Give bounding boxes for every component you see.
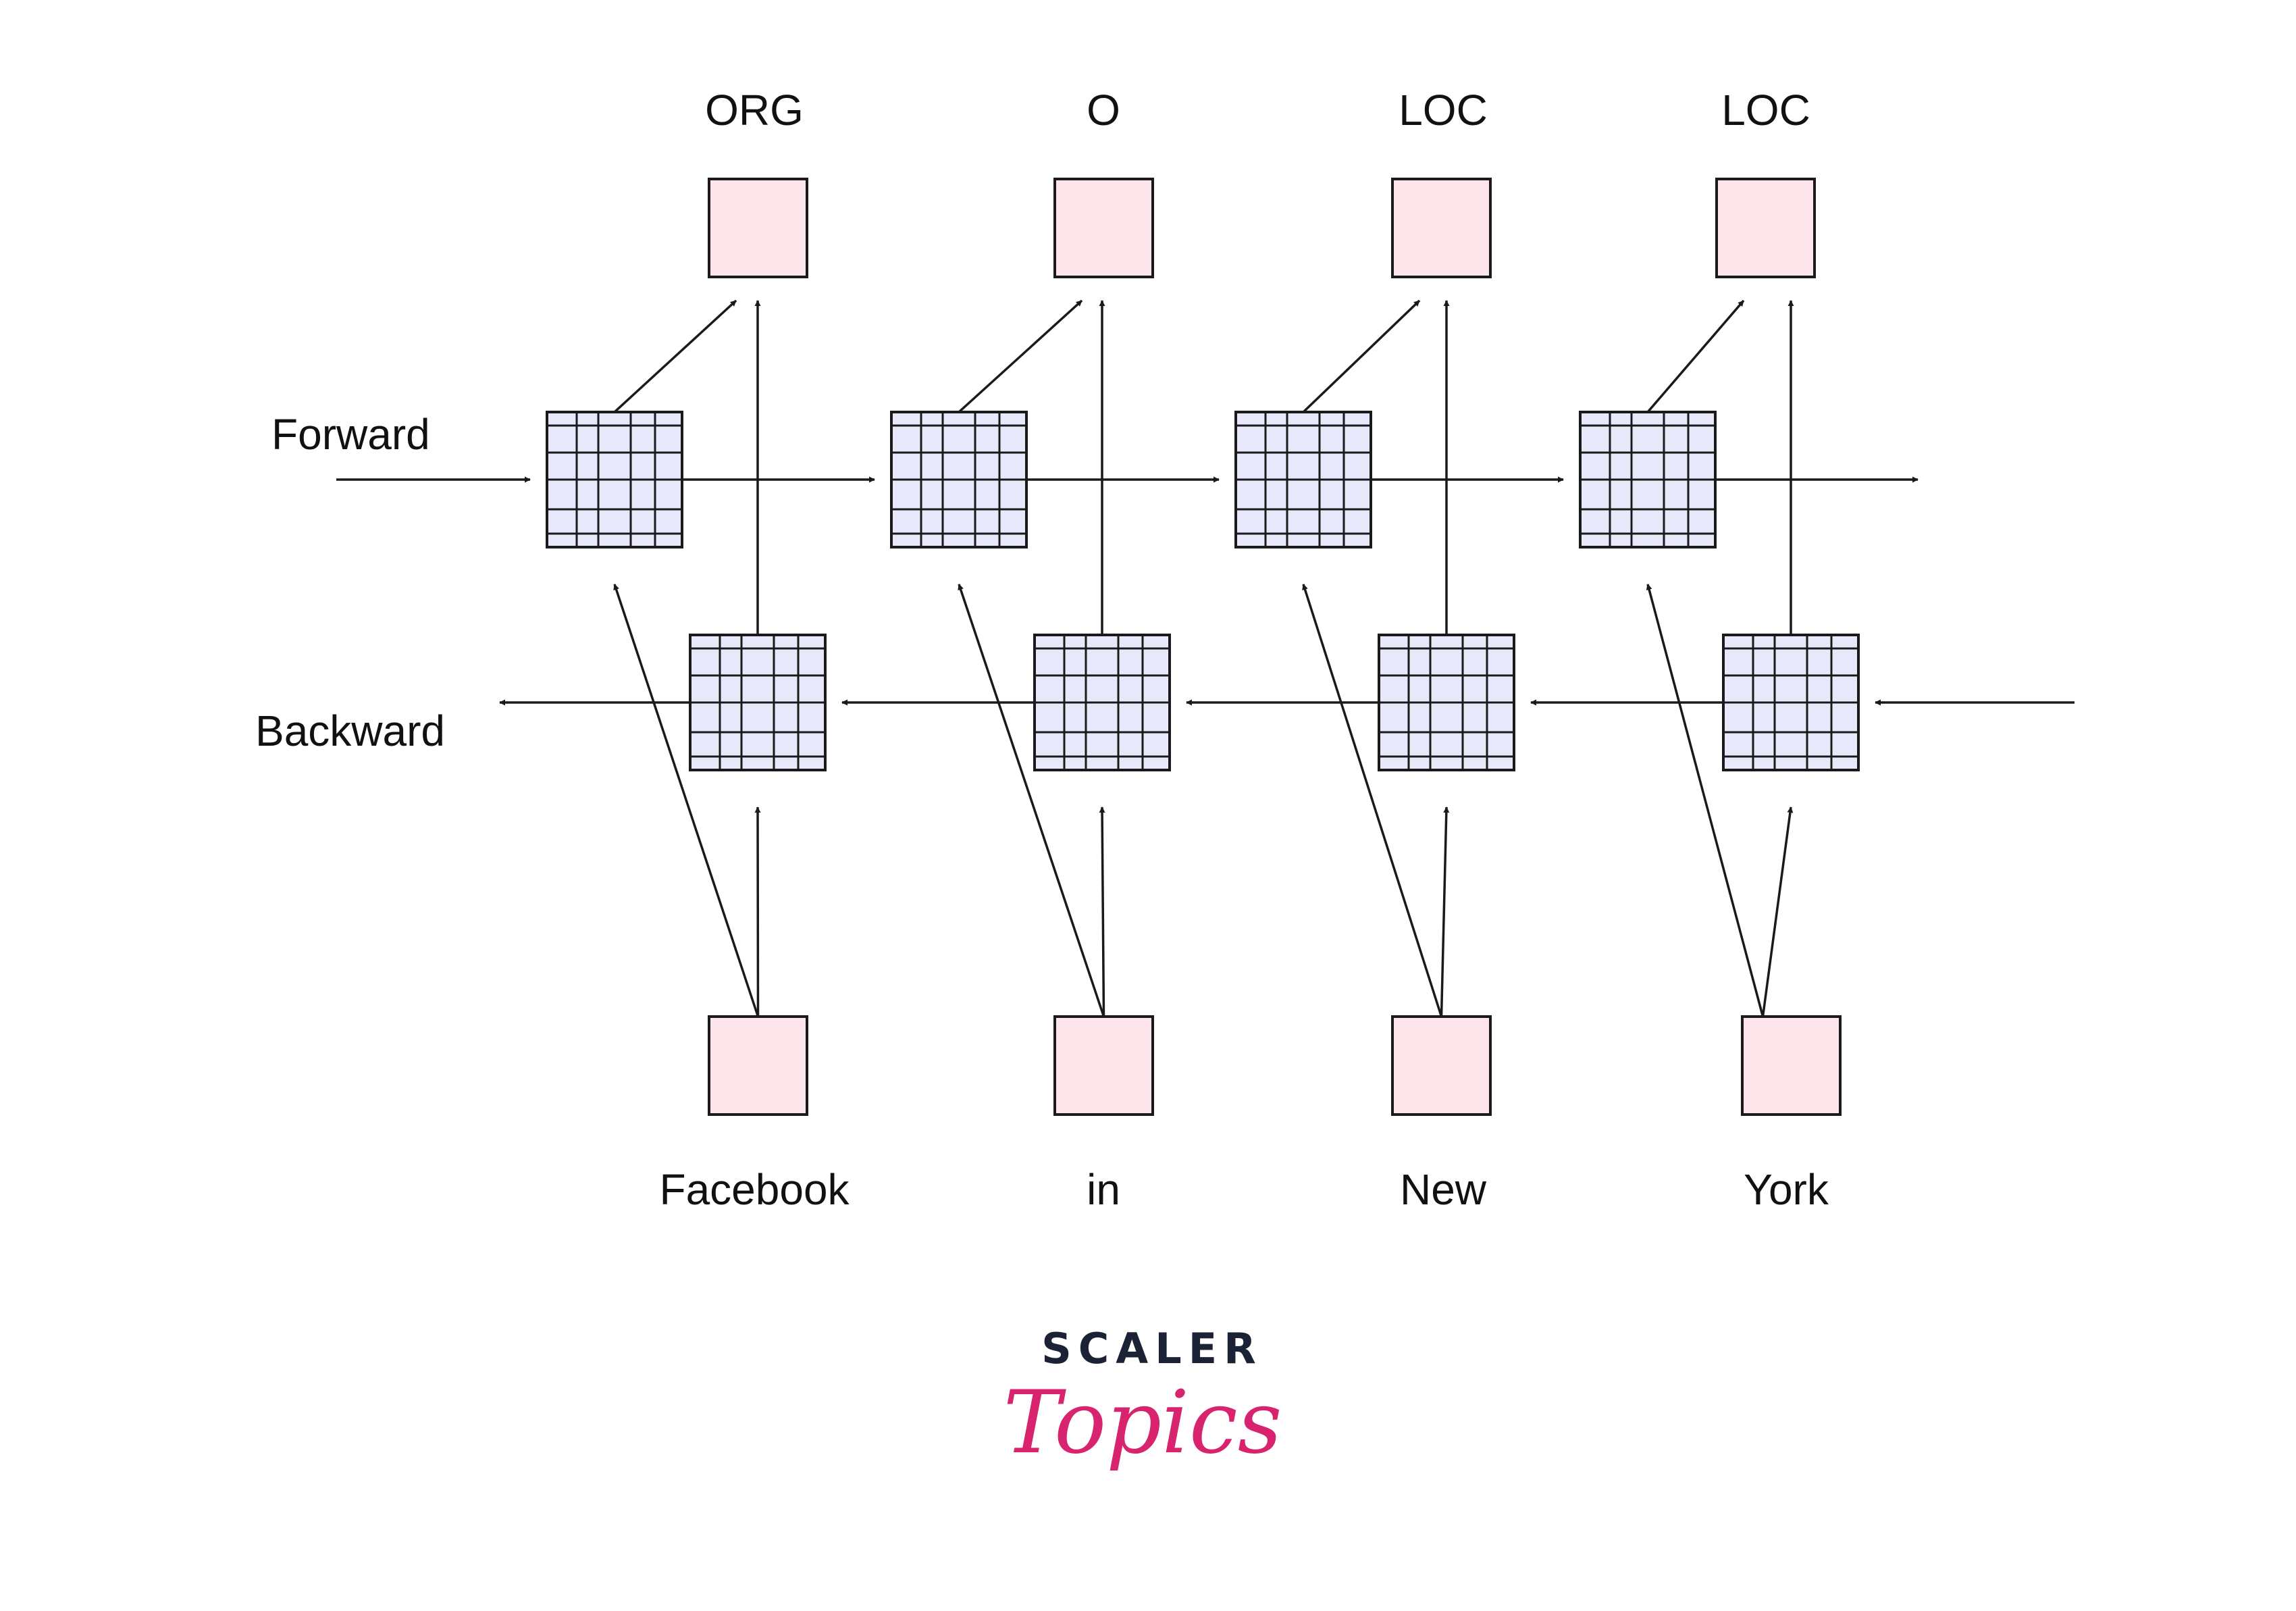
tag-label-3: LOC xyxy=(1399,86,1488,134)
tag-label-1: ORG xyxy=(705,86,804,134)
forward-lstm-cell-4 xyxy=(1579,411,1717,548)
output-box-4 xyxy=(1715,178,1816,278)
forward-lstm-cell-1 xyxy=(546,411,683,548)
tag-label-4: LOC xyxy=(1721,86,1810,134)
input-box-4 xyxy=(1741,1015,1842,1116)
output-box-2 xyxy=(1053,178,1154,278)
output-tags: ORG O LOC LOC xyxy=(705,86,1810,134)
forward-to-output-arrow-3 xyxy=(1302,299,1421,413)
output-box-1 xyxy=(708,178,808,278)
brand-topics: Topics xyxy=(1003,1373,1282,1473)
word-label-3: New xyxy=(1400,1165,1487,1214)
tag-label-2: O xyxy=(1087,86,1120,134)
backward-lstm-cell-2 xyxy=(1033,634,1171,771)
connection-arrows xyxy=(336,299,2075,1017)
word-label-2: in xyxy=(1087,1165,1120,1214)
forward-lstm-cell-3 xyxy=(1234,411,1372,548)
input-to-backward-arrow-2 xyxy=(1099,807,1105,1017)
lstm-cells xyxy=(546,411,1860,771)
brand-scaler: SCALER xyxy=(1041,1324,1263,1373)
input-to-backward-arrow-3 xyxy=(1440,807,1450,1017)
input-to-forward-arrow-4 xyxy=(1646,584,1765,1017)
output-box-3 xyxy=(1391,178,1492,278)
forward-to-output-arrow-2 xyxy=(958,299,1083,413)
input-to-forward-arrow-3 xyxy=(1302,584,1443,1017)
forward-label: Forward xyxy=(271,410,430,459)
input-box-1 xyxy=(708,1015,808,1116)
backward-lstm-cell-4 xyxy=(1722,634,1860,771)
backward-label: Backward xyxy=(255,707,445,755)
scaler-topics-logo: SCALER Topics xyxy=(1003,1324,1282,1473)
input-to-forward-arrow-1 xyxy=(613,584,760,1017)
token-boxes xyxy=(708,178,1842,1116)
forward-lstm-cell-2 xyxy=(890,411,1028,548)
backward-lstm-cell-3 xyxy=(1378,634,1515,771)
forward-to-output-arrow-1 xyxy=(613,299,737,413)
word-label-1: Facebook xyxy=(659,1165,850,1214)
input-box-3 xyxy=(1391,1015,1492,1116)
word-label-4: York xyxy=(1744,1165,1829,1214)
input-box-2 xyxy=(1053,1015,1154,1116)
forward-to-output-arrow-4 xyxy=(1646,299,1745,413)
input-to-forward-arrow-2 xyxy=(958,584,1105,1017)
input-to-backward-arrow-4 xyxy=(1761,807,1794,1017)
backward-lstm-cell-1 xyxy=(689,634,827,771)
input-words: Facebook in New York xyxy=(659,1165,1829,1214)
